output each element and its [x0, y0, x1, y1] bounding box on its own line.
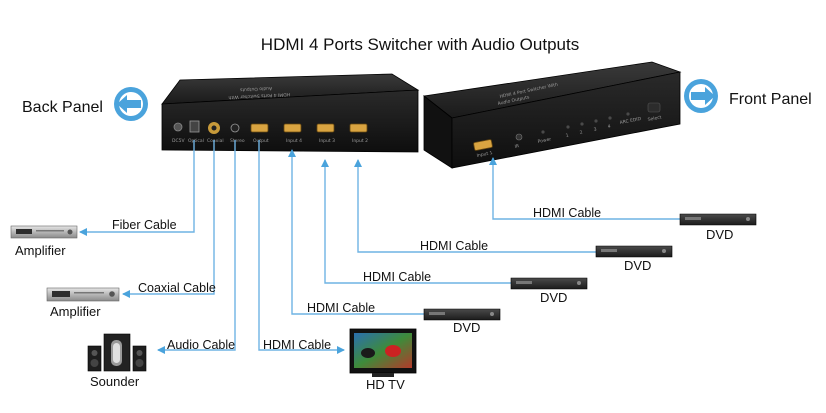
hdmi-dvd-2-cable-label: HDMI Cable — [420, 239, 488, 253]
hdmi-dvd-2-cable-line — [354, 159, 596, 253]
dvd-player-1 — [679, 213, 757, 226]
audio-cable-line — [157, 140, 236, 354]
diagram-title: HDMI 4 Ports Switcher with Audio Outputs — [261, 35, 579, 54]
front-port-label-ir: IR — [514, 143, 520, 150]
front-port-label-input-1: Input 1 — [476, 150, 493, 159]
left-arrow-circle-icon — [114, 87, 148, 121]
coaxial-cable-line — [122, 140, 215, 298]
back-panel-label: Back Panel — [22, 99, 103, 116]
back-device-top-label-1: HDMI 4 Ports Switcher With — [228, 91, 290, 100]
amplifier-1 — [10, 225, 78, 239]
front-port-label-4: 4 — [607, 124, 611, 130]
switcher-front-device: HDMI 4 Port Switcher With Audio Outputs … — [423, 61, 682, 169]
select-button — [647, 102, 661, 113]
sounder-speakers — [87, 333, 147, 372]
dvd-player-3 — [510, 277, 588, 290]
hdmi-dvd-1-cable-line — [489, 157, 680, 220]
port-label-optical: Optical — [188, 138, 204, 144]
stereo-port — [230, 123, 240, 133]
front-port-label-power: Power — [537, 136, 552, 145]
port-label-input-4: Input 4 — [286, 138, 302, 144]
front-port-label-2: 2 — [579, 130, 583, 136]
amplifier-2-label: Amplifier — [50, 304, 101, 319]
audio-cable-label: Audio Cable — [167, 338, 235, 352]
front-port-label-1: 1 — [565, 133, 569, 139]
power-led — [541, 130, 545, 134]
amplifier-2 — [46, 287, 120, 302]
back-device-top-label-2: Audio Outputs — [239, 85, 272, 93]
fiber-cable-line — [79, 140, 195, 236]
fiber-cable-label: Fiber Cable — [112, 218, 177, 232]
port-label-input-3: Input 3 — [319, 138, 335, 144]
ir-sensor — [515, 133, 523, 141]
port-label-coaxial: Coaxial — [207, 138, 224, 144]
dvd-player-4 — [423, 308, 501, 321]
hdmi-input-3-port — [316, 123, 335, 133]
hdmi-input-1-port — [473, 139, 493, 151]
dvd-3-label: DVD — [540, 290, 567, 305]
hdmi-input-2-port — [349, 123, 368, 133]
port-label-output: Output — [253, 138, 269, 144]
input-led-2 — [580, 122, 584, 126]
optical-port — [189, 120, 200, 133]
hdmi-dvd-3-cable-label: HDMI Cable — [363, 270, 431, 284]
sounder-label: Sounder — [90, 374, 140, 389]
front-panel-label: Front Panel — [729, 91, 812, 108]
input-led-4 — [608, 116, 612, 120]
hdmi-tv-cable-line — [258, 140, 345, 354]
hd-tv — [349, 328, 417, 377]
hdmi-output-port — [250, 123, 269, 133]
right-arrow-circle-icon — [684, 79, 718, 113]
port-label-input-2: Input 2 — [352, 138, 368, 144]
arc-edid-led — [626, 112, 630, 116]
front-port-label-3: 3 — [593, 127, 597, 133]
dvd-4-label: DVD — [453, 320, 480, 335]
dvd-player-2 — [595, 245, 673, 258]
port-label-stereo: Stereo — [230, 138, 245, 144]
cable-lines — [79, 140, 680, 354]
hdmi-dvd-3-cable-line — [321, 159, 512, 284]
input-led-3 — [594, 119, 598, 123]
switcher-back-device: HDMI 4 Ports Switcher With Audio Outputs… — [161, 73, 420, 153]
front-port-label-select: Select — [647, 114, 662, 123]
input-led-1 — [566, 125, 570, 129]
coaxial-port — [208, 122, 220, 134]
port-label-dc5v: DC5V — [172, 138, 185, 144]
hdmi-dvd-1-cable-label: HDMI Cable — [533, 206, 601, 220]
dvd-2-label: DVD — [624, 258, 651, 273]
front-port-label-arc-edid: ARC EDID — [619, 116, 642, 126]
hdmi-dvd-4-cable-line — [288, 149, 424, 315]
hdmi-tv-cable-label: HDMI Cable — [263, 338, 331, 352]
amplifier-1-label: Amplifier — [15, 243, 66, 258]
dvd-1-label: DVD — [706, 227, 733, 242]
coaxial-cable-label: Coaxial Cable — [138, 281, 216, 295]
hdmi-input-4-port — [283, 123, 302, 133]
hd-tv-label: HD TV — [366, 377, 405, 392]
dc-power-port — [173, 122, 183, 132]
hdmi-dvd-4-cable-label: HDMI Cable — [307, 301, 375, 315]
